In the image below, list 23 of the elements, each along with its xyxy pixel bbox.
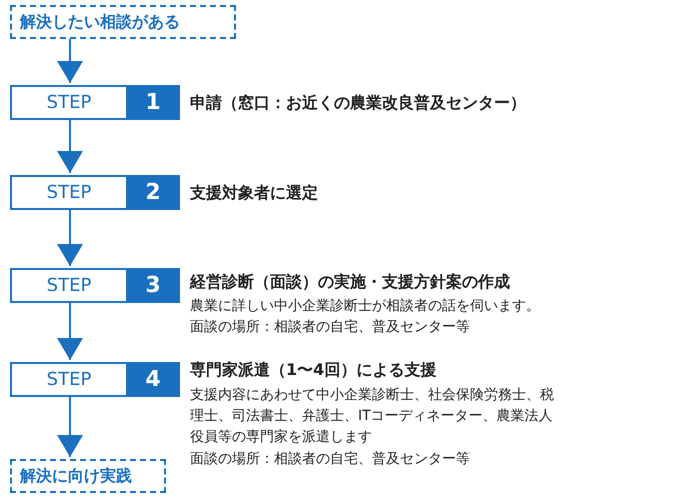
start-end-box: 解決に向け実践 (10, 459, 166, 493)
down-arrow (57, 303, 83, 360)
step-number: 2 (126, 175, 180, 210)
down-arrow (57, 397, 83, 457)
step-description: 面談の場所：相談者の自宅、普及センター等 (190, 450, 470, 469)
step-number: 4 (126, 362, 180, 397)
step-heading: 経営診断（面談）の実施・支援方針案の作成 (190, 272, 510, 292)
step-label: STEP (10, 85, 126, 120)
down-arrow (57, 120, 83, 173)
step-number: 1 (126, 85, 180, 120)
step-heading: 申請（窓口：お近くの農業改良普及センター） (190, 93, 526, 113)
step-description: 農業に詳しい中小企業診断士が相談者の話を伺います。 (190, 297, 540, 316)
step-heading: 支援対象者に選定 (190, 183, 318, 203)
step-label: STEP (10, 362, 126, 397)
step-label: STEP (10, 175, 126, 210)
step-number: 3 (126, 268, 180, 303)
step-description: 面談の場所：相談者の自宅、普及センター等 (190, 318, 470, 337)
down-arrow (57, 210, 83, 266)
step-heading: 専門家派遣（1〜4回）による支援 (190, 360, 436, 380)
start-end-box: 解決したい相談がある (10, 5, 236, 39)
down-arrow (57, 39, 83, 83)
step-description: 支援内容にあわせて中小企業診断士、社会保険労務士、税理士、司法書士、弁護士、ITコーディネーター、農業法人役員等の専門家を派遣します (190, 386, 555, 447)
step-label: STEP (10, 268, 126, 303)
